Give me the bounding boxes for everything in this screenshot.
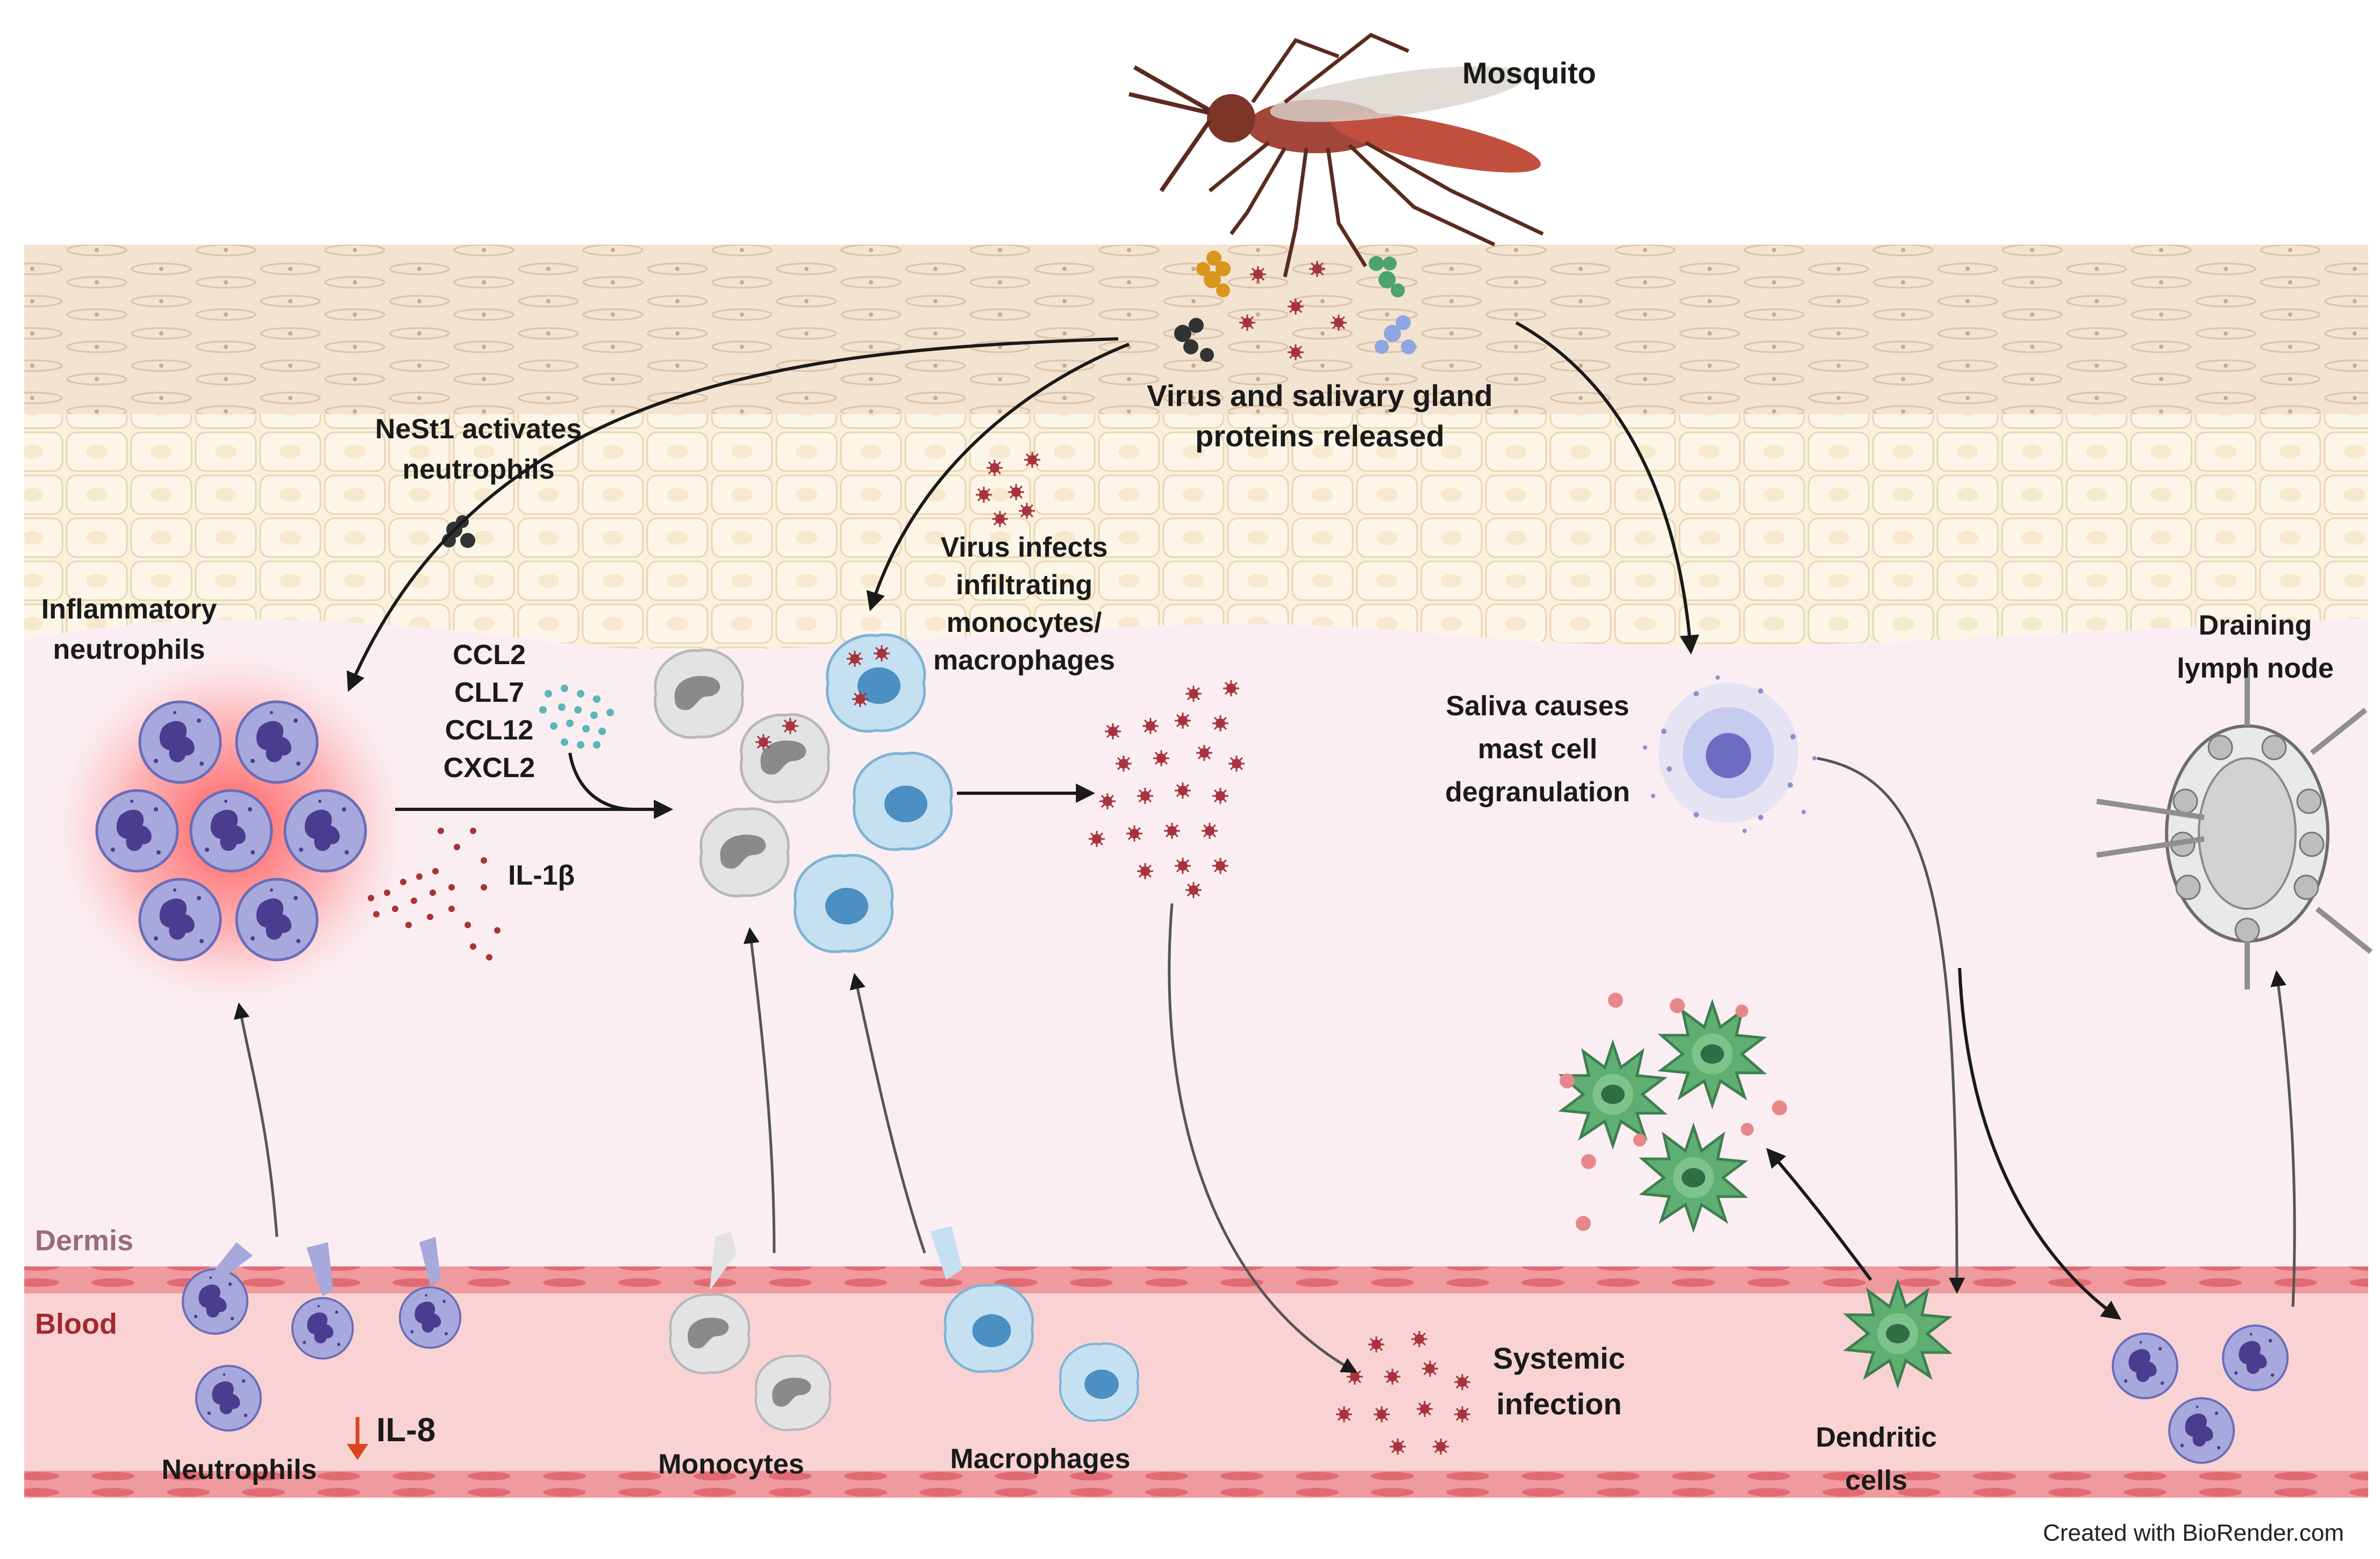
virus-released-label-2: proteins released	[1195, 419, 1445, 453]
arrow-bite-to-neutrophils	[346, 337, 1119, 692]
nest1-label-1: NeSt1 activates	[375, 414, 582, 445]
stratum-corneum	[24, 245, 2368, 422]
saliva-label-3: degranulation	[1445, 777, 1630, 808]
il8-label: IL-8	[376, 1412, 435, 1449]
dendritic-label-2: cells	[1845, 1465, 1907, 1496]
inflammatory-label-2: neutrophils	[53, 634, 205, 665]
arrow-to-lymph-node	[2270, 970, 2296, 1307]
epidermis-cells	[24, 414, 2368, 651]
nest1-label-2: neutrophils	[402, 454, 554, 485]
arrow-chemokine-bend	[568, 752, 635, 811]
lymph-node-icon	[2096, 667, 2373, 989]
blood-monocytes	[670, 1231, 831, 1430]
vessel-wall-top	[24, 1266, 2368, 1293]
dendritic-label-1: Dendritic	[1816, 1422, 1936, 1453]
mosquito-icon	[1128, 32, 1544, 277]
saliva-label-1: Saliva causes	[1446, 690, 1629, 722]
dermis-label: Dermis	[35, 1225, 133, 1257]
blood-region	[24, 1293, 2368, 1471]
virus-infects-label-3: monocytes/	[947, 607, 1102, 638]
lymph-label-1: Draining	[2199, 610, 2312, 641]
arrow-virus-to-blood	[1168, 903, 1358, 1373]
inflammatory-label-1: Inflammatory	[41, 594, 217, 625]
arrow-dendritic-up	[1766, 1148, 1872, 1281]
dermis-region	[24, 618, 2368, 1266]
systemic-label-2: infection	[1496, 1387, 1621, 1421]
cll7-label: CLL7	[454, 677, 524, 708]
monocytes-label: Monocytes	[658, 1449, 804, 1480]
blood-macrophages	[930, 1226, 1138, 1421]
neutrophils-label: Neutrophils	[162, 1454, 317, 1485]
chemokine-dots	[539, 685, 614, 749]
arrow-bite-to-mastcell	[1515, 321, 1699, 655]
il1b-label: IL-1β	[508, 860, 575, 891]
arrow-macrophage-up	[849, 973, 926, 1254]
arrow-monocyte-up	[743, 927, 776, 1254]
systemic-label-1: Systemic	[1493, 1341, 1625, 1375]
virus-infects-label-2: infiltrating	[956, 570, 1092, 601]
macrophages-label: Macrophages	[950, 1443, 1130, 1475]
arrow-to-blood-neutrophils	[1958, 967, 2121, 1320]
virus-infects-label-1: Virus infects	[940, 532, 1107, 563]
il8-down-arrow	[347, 1417, 368, 1460]
virus-released-label-1: Virus and salivary gland	[1147, 379, 1492, 412]
blood-neutrophils	[183, 1237, 462, 1430]
lymph-label-2: lymph node	[2177, 653, 2334, 684]
arrow-bite-to-macrophages	[866, 343, 1130, 611]
vessel-wall-bottom	[24, 1471, 2368, 1498]
arrow-blood-neutrophil-up	[233, 1002, 278, 1237]
flow-arrows	[233, 321, 2296, 1373]
mast-cell-icon	[1643, 675, 1817, 833]
ccl12-label: CCL12	[445, 715, 534, 746]
virus-infects-label-4: macrophages	[933, 645, 1115, 676]
credit-label: Created with BioRender.com	[2043, 1520, 2344, 1546]
arrow-mastcell-to-dendritic	[1817, 757, 1965, 1294]
saliva-label-2: mast cell	[1478, 734, 1598, 765]
blood-label: Blood	[35, 1308, 117, 1340]
cxcl2-label: CXCL2	[444, 752, 535, 784]
il1b-dots	[368, 828, 501, 960]
antigen-dots	[1560, 993, 1787, 1231]
mosquito-label: Mosquito	[1462, 56, 1596, 90]
ccl2-label: CCL2	[453, 639, 526, 671]
